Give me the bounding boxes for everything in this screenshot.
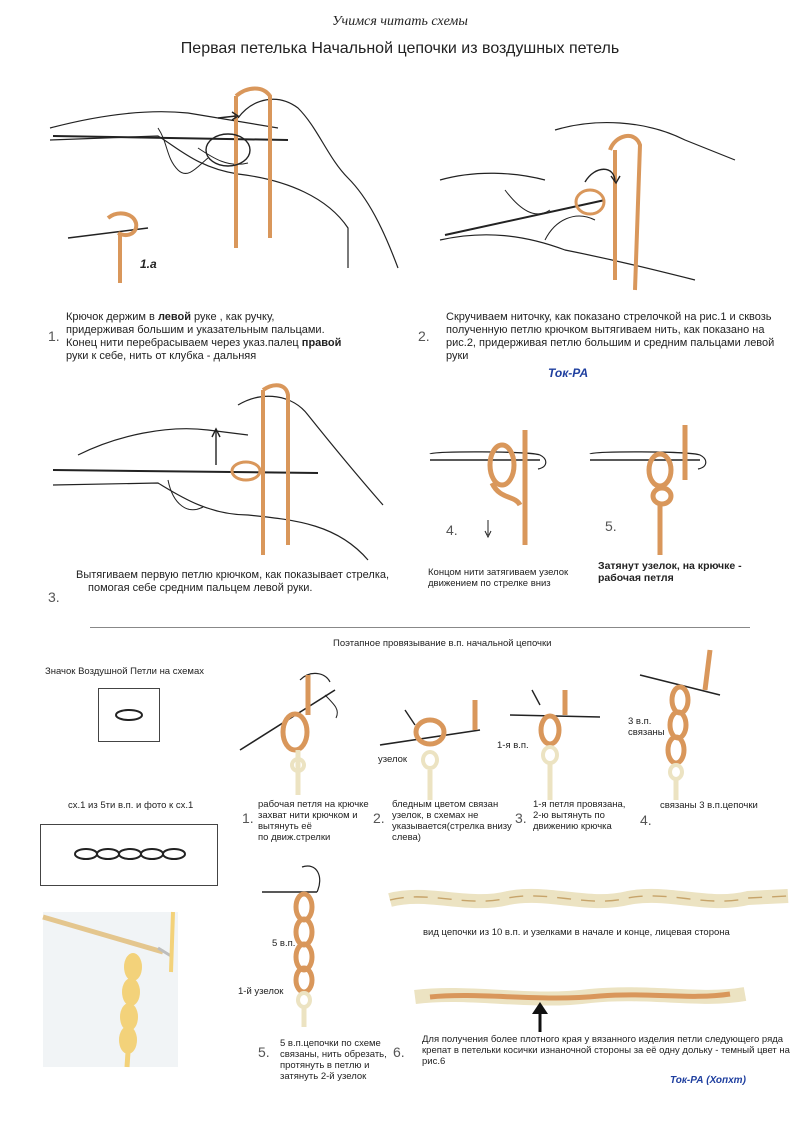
step-5-number: 5. bbox=[605, 518, 617, 534]
figure-5-knot-illustration bbox=[590, 420, 730, 560]
stage-5-tag-count: 5 в.п. bbox=[272, 938, 295, 949]
figure-1a-label: 1.a bbox=[140, 257, 157, 271]
photo-yarn-chain-image bbox=[43, 912, 178, 1067]
section-2-title: Поэтапное провязывание в.п. начальной це… bbox=[333, 638, 551, 649]
stage-2-caption: бледным цветом связан узелок, в схемах н… bbox=[392, 799, 512, 843]
figure-2-hand-illustration bbox=[435, 110, 795, 300]
step-2-caption: Скручиваем ниточку, как показано стрелоч… bbox=[446, 311, 786, 363]
scheme-1-chain-icon bbox=[75, 847, 187, 861]
stage-6-caption: Для получения более плотного края у вяза… bbox=[422, 1034, 792, 1067]
step-3-number: 3. bbox=[48, 589, 60, 605]
stage-6-number: 6. bbox=[393, 1044, 405, 1060]
step-4-number: 4. bbox=[446, 522, 458, 538]
stage-4-tag-count: 3 в.п. связаны bbox=[628, 716, 665, 738]
page-title: Первая петелька Начальной цепочки из воз… bbox=[0, 40, 800, 58]
step-1-caption: Крючок держим в левой руке , как ручку, … bbox=[66, 311, 366, 363]
stage-1-caption: рабочая петля на крючке захват нити крюч… bbox=[258, 799, 369, 843]
stage-4-number: 4. bbox=[640, 812, 652, 828]
chain-caption: вид цепочки из 10 в.п. и узелками в нача… bbox=[423, 927, 730, 938]
stage-2-illustration bbox=[380, 690, 490, 800]
author-signature-top: Ток-РА bbox=[548, 366, 588, 380]
step-5-caption: Затянут узелок, на крючке - рабочая петл… bbox=[598, 560, 742, 584]
stage-3-tag-first-stitch: 1-я в.п. bbox=[497, 740, 529, 751]
figure-1-hand-illustration bbox=[48, 88, 408, 288]
figure-3-hand-illustration bbox=[48, 385, 393, 565]
stage-4-caption: связаны 3 в.п.цепочки bbox=[660, 800, 758, 811]
chain-back-side-illustration bbox=[410, 982, 750, 1038]
page-subtitle: Учимся читать схемы bbox=[0, 14, 800, 30]
step-4-caption: Концом нити затягиваем узелок движением … bbox=[428, 567, 568, 589]
section-divider bbox=[90, 627, 750, 628]
stage-3-caption: 1-я петля провязана, 2-ю вытянуть по дви… bbox=[533, 799, 625, 832]
author-signature-bottom: Ток-РА (Хопхт) bbox=[670, 1075, 746, 1086]
stage-5-tag-knot: 1-й узелок bbox=[238, 986, 283, 997]
chain-stitch-symbol-icon bbox=[114, 708, 144, 722]
chain-10-stitches-illustration bbox=[388, 880, 790, 920]
step-2-number: 2. bbox=[418, 328, 430, 344]
photo-chain-sample bbox=[43, 912, 178, 1067]
stage-5-number: 5. bbox=[258, 1044, 270, 1060]
chain-symbol-box bbox=[98, 688, 160, 742]
scheme-1-box bbox=[40, 824, 218, 886]
stage-5-caption: 5 в.п.цепочки по схеме связаны, нить обр… bbox=[280, 1038, 387, 1082]
stage-1-illustration bbox=[240, 670, 360, 795]
stage-3-number: 3. bbox=[515, 810, 527, 826]
stage-2-tag-knot: узелок bbox=[378, 754, 407, 765]
chain-symbol-label: Значок Воздушной Петли на схемах bbox=[45, 666, 204, 677]
stage-1-number: 1. bbox=[242, 810, 254, 826]
step-3-caption: Вытягиваем первую петлю крючком, как пок… bbox=[76, 569, 396, 595]
step-1-number: 1. bbox=[48, 328, 60, 344]
stage-2-number: 2. bbox=[373, 810, 385, 826]
scheme-1-label: сх.1 из 5ти в.п. и фото к сх.1 bbox=[68, 800, 193, 811]
